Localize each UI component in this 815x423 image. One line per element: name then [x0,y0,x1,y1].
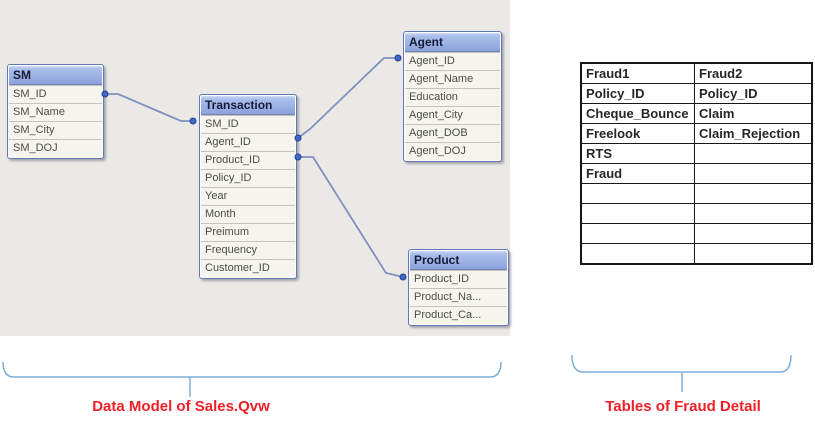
fraud-cell [694,203,813,224]
table-field: Agent_ID [201,133,295,151]
fraud-cell: RTS [580,143,695,164]
table-field: SM_ID [9,85,102,103]
fraud-detail-label: Tables of Fraud Detail [605,398,761,415]
fraud-cell [694,183,813,204]
fraud-row: RTS [580,143,813,164]
fraud-cell [694,243,813,265]
fraud-row [580,243,813,265]
table-field: Product_Ca... [410,306,507,324]
table-field: Agent_Name [405,70,500,88]
table-field: Preimum [201,223,295,241]
fraud-cell [580,183,695,204]
fraud-cell: Fraud [580,163,695,184]
fraud-header-cell: Fraud2 [694,62,813,84]
fraud-cell [694,143,813,164]
table-field: SM_Name [9,103,102,121]
fraud-cell: Cheque_Bounce [580,103,695,124]
table-field: SM_DOJ [9,139,102,157]
fraud-cell [580,223,695,244]
table-field: Agent_City [405,106,500,124]
table-field: Product_ID [201,151,295,169]
table-header[interactable]: Agent [405,33,500,52]
table-field: SM_City [9,121,102,139]
fraud-row [580,203,813,224]
table-header[interactable]: SM [9,66,102,85]
table-field: Agent_DOB [405,124,500,142]
fraud-row [580,183,813,204]
table-field: Agent_ID [405,52,500,70]
fraud-cell: Policy_ID [694,83,813,104]
data-model-label: Data Model of Sales.Qvw [92,398,270,415]
table-header[interactable]: Transaction [201,96,295,115]
fraud-row [580,223,813,244]
table-field: Year [201,187,295,205]
right-brace [571,354,792,373]
table-field: Customer_ID [201,259,295,277]
fraud-cell [580,203,695,224]
fraud-cell: Policy_ID [580,83,695,104]
fraud-cell [694,223,813,244]
fraud-cell [580,243,695,265]
fraud-header-cell: Fraud1 [580,62,695,84]
table-field: Agent_DOJ [405,142,500,160]
fraud-cell: Claim_Rejection [694,123,813,144]
fraud-cell: Claim [694,103,813,124]
table-header[interactable]: Product [410,251,507,270]
left-brace [2,361,502,378]
table-field: Frequency [201,241,295,259]
table-field: Month [201,205,295,223]
table-field: Education [405,88,500,106]
fraud-cell [694,163,813,184]
fraud-row: Fraud [580,163,813,184]
table-field: Policy_ID [201,169,295,187]
table-field: Product_Na... [410,288,507,306]
fraud-cell: Freelook [580,123,695,144]
table-field: Product_ID [410,270,507,288]
table-field: SM_ID [201,115,295,133]
